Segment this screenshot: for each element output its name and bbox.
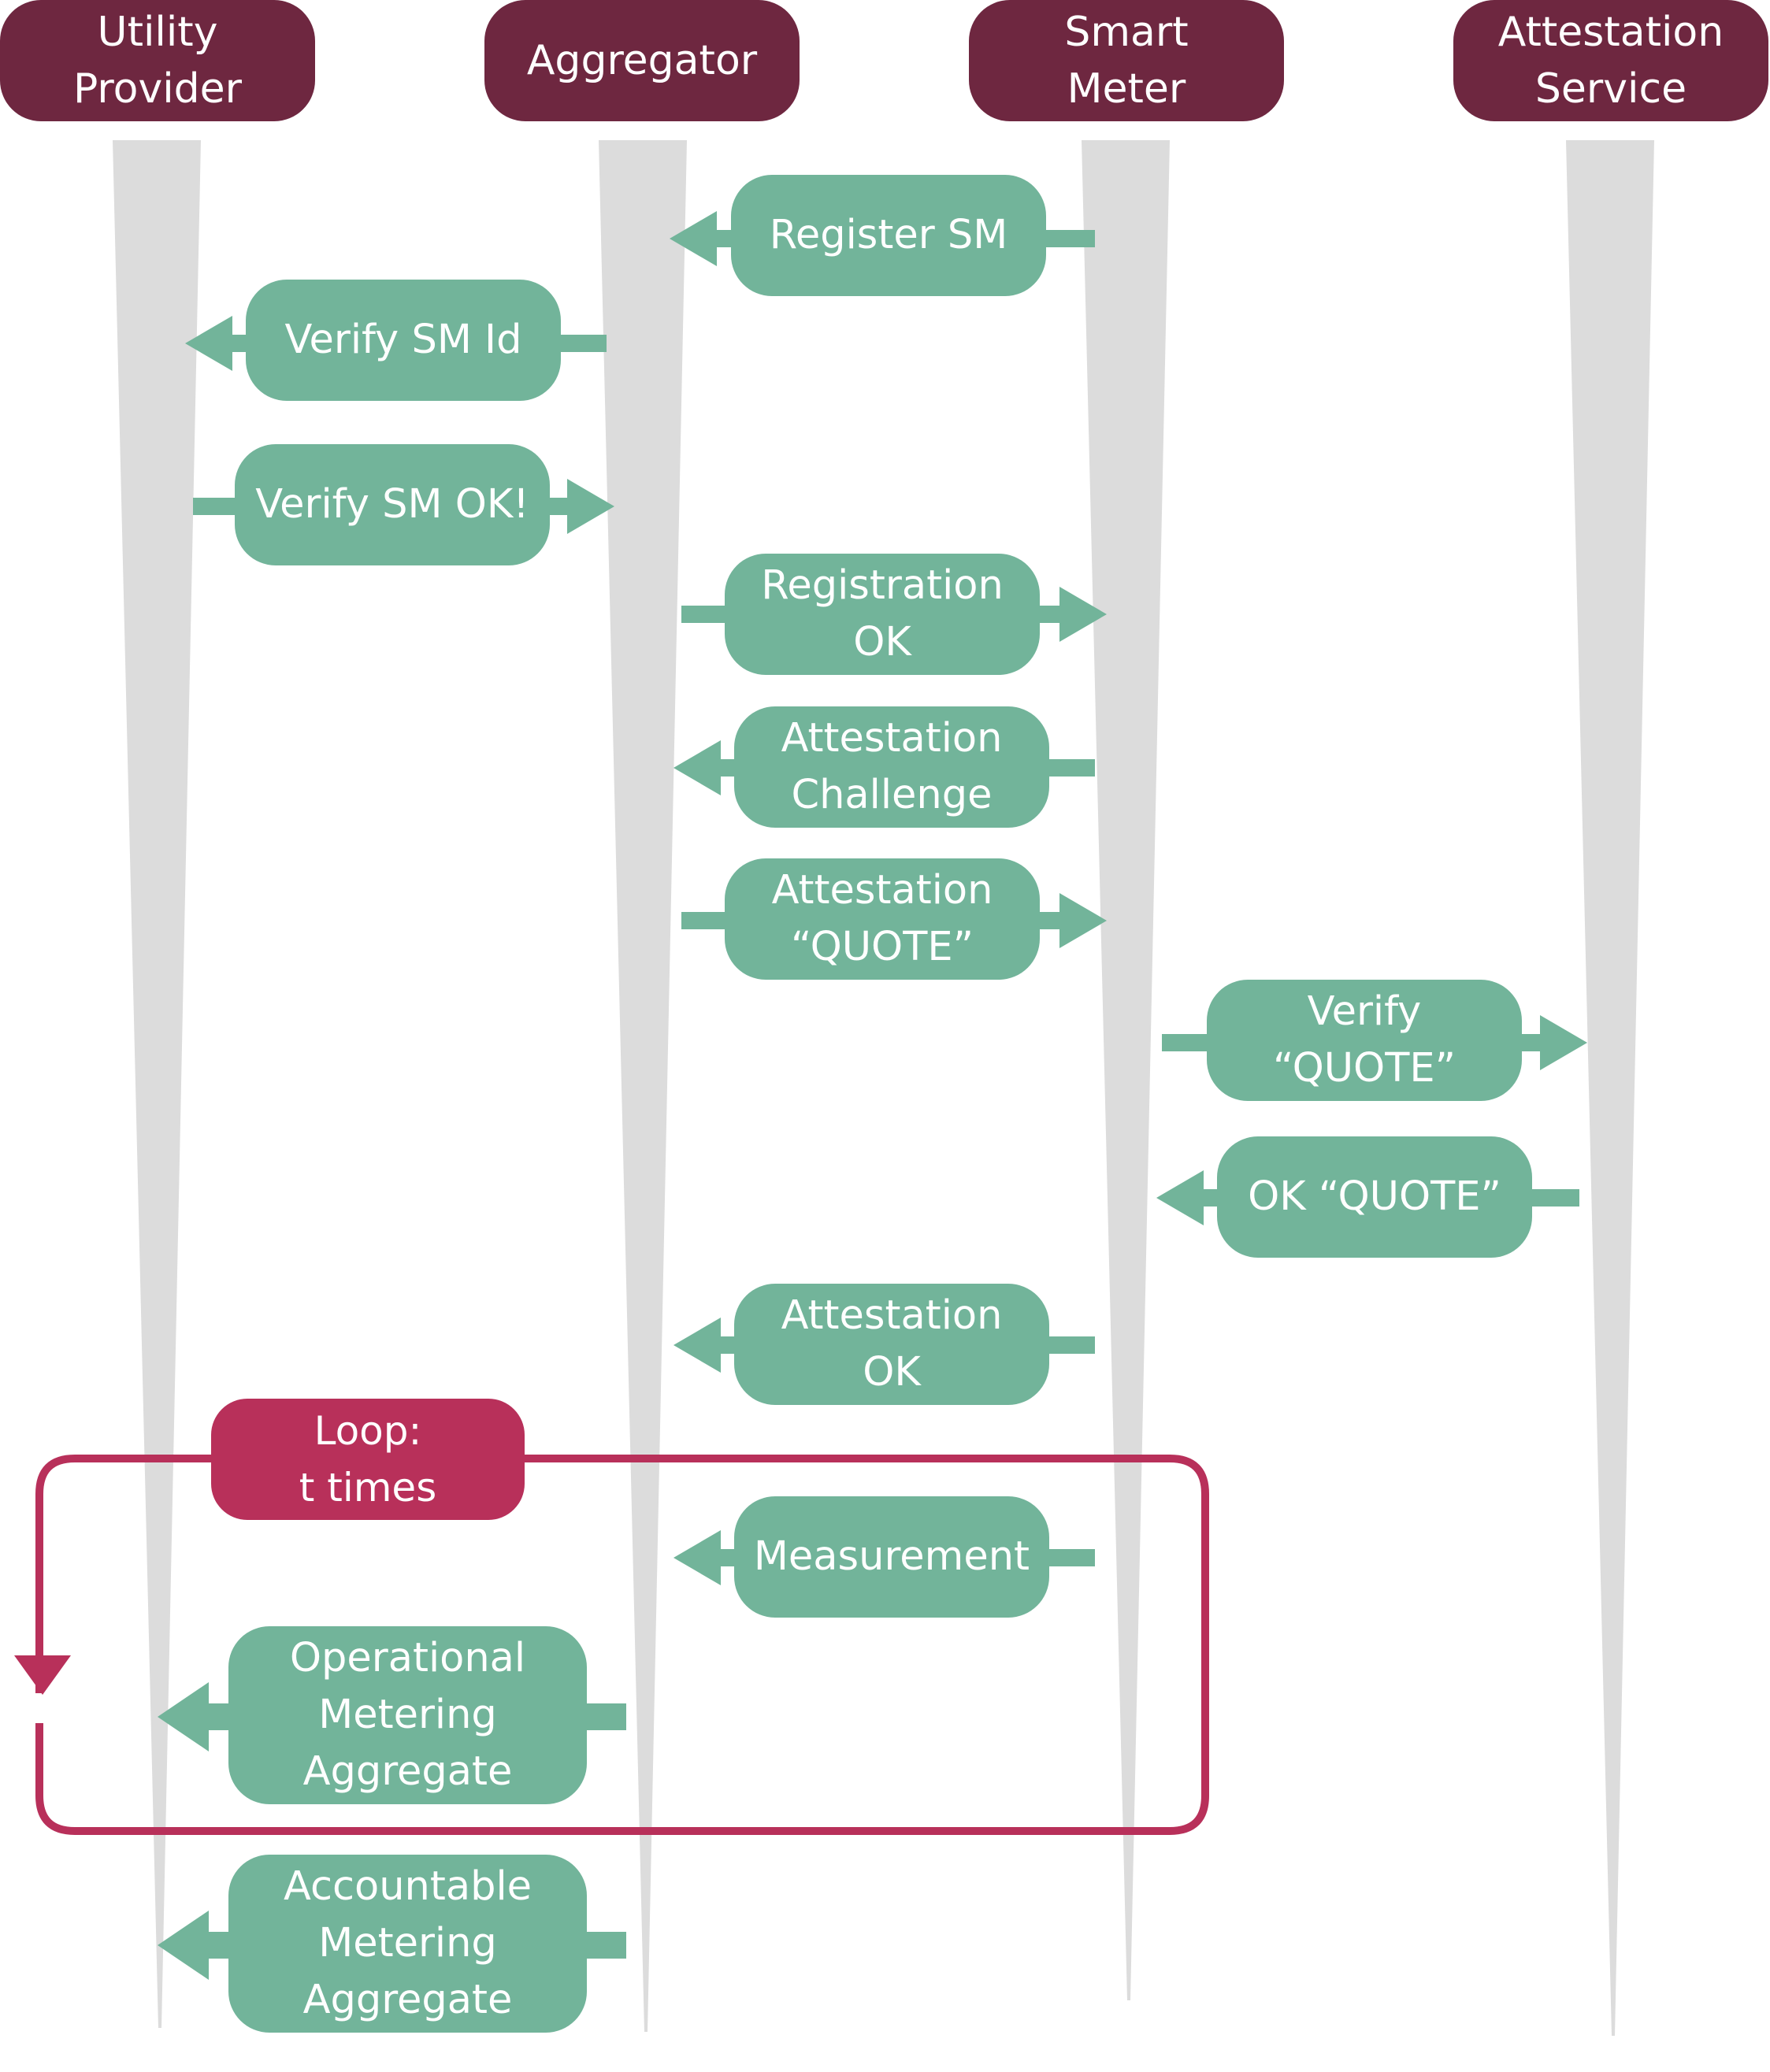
message-ok-quote: OK “QUOTE”	[1217, 1136, 1532, 1258]
loop-label: Loop: t times	[211, 1399, 525, 1520]
message-register-sm: Register SM	[731, 175, 1046, 296]
lifeline-smart-meter	[1082, 140, 1170, 2000]
actor-smart-meter: Smart Meter	[969, 0, 1284, 121]
message-attestation-challenge: Attestation Challenge	[734, 706, 1049, 828]
message-registration-ok: Registration OK	[725, 554, 1040, 675]
message-verify-sm-ok: Verify SM OK!	[235, 444, 550, 565]
message-accountable-metering-aggregate: Accountable Metering Aggregate	[228, 1855, 587, 2033]
loop-frame	[35, 1455, 1209, 1835]
lifeline-attestation-service	[1566, 140, 1654, 2036]
message-measurement: Measurement	[734, 1496, 1049, 1618]
message-verify-sm-id: Verify SM Id	[246, 280, 561, 401]
message-attestation-quote: Attestation “QUOTE”	[725, 858, 1040, 980]
message-operational-metering-aggregate: Operational Metering Aggregate	[228, 1626, 587, 1804]
loop-frame-gap	[32, 1693, 47, 1723]
message-attestation-ok: Attestation OK	[734, 1284, 1049, 1405]
loop-arrow-icon	[14, 1655, 71, 1695]
actor-utility-provider: Utility Provider	[0, 0, 315, 121]
lifeline-aggregator	[599, 140, 687, 2032]
actor-attestation-service: Attestation Service	[1453, 0, 1768, 121]
lifeline-utility-provider	[113, 140, 201, 2028]
actor-aggregator: Aggregator	[484, 0, 800, 121]
message-verify-quote: Verify “QUOTE”	[1207, 980, 1522, 1101]
